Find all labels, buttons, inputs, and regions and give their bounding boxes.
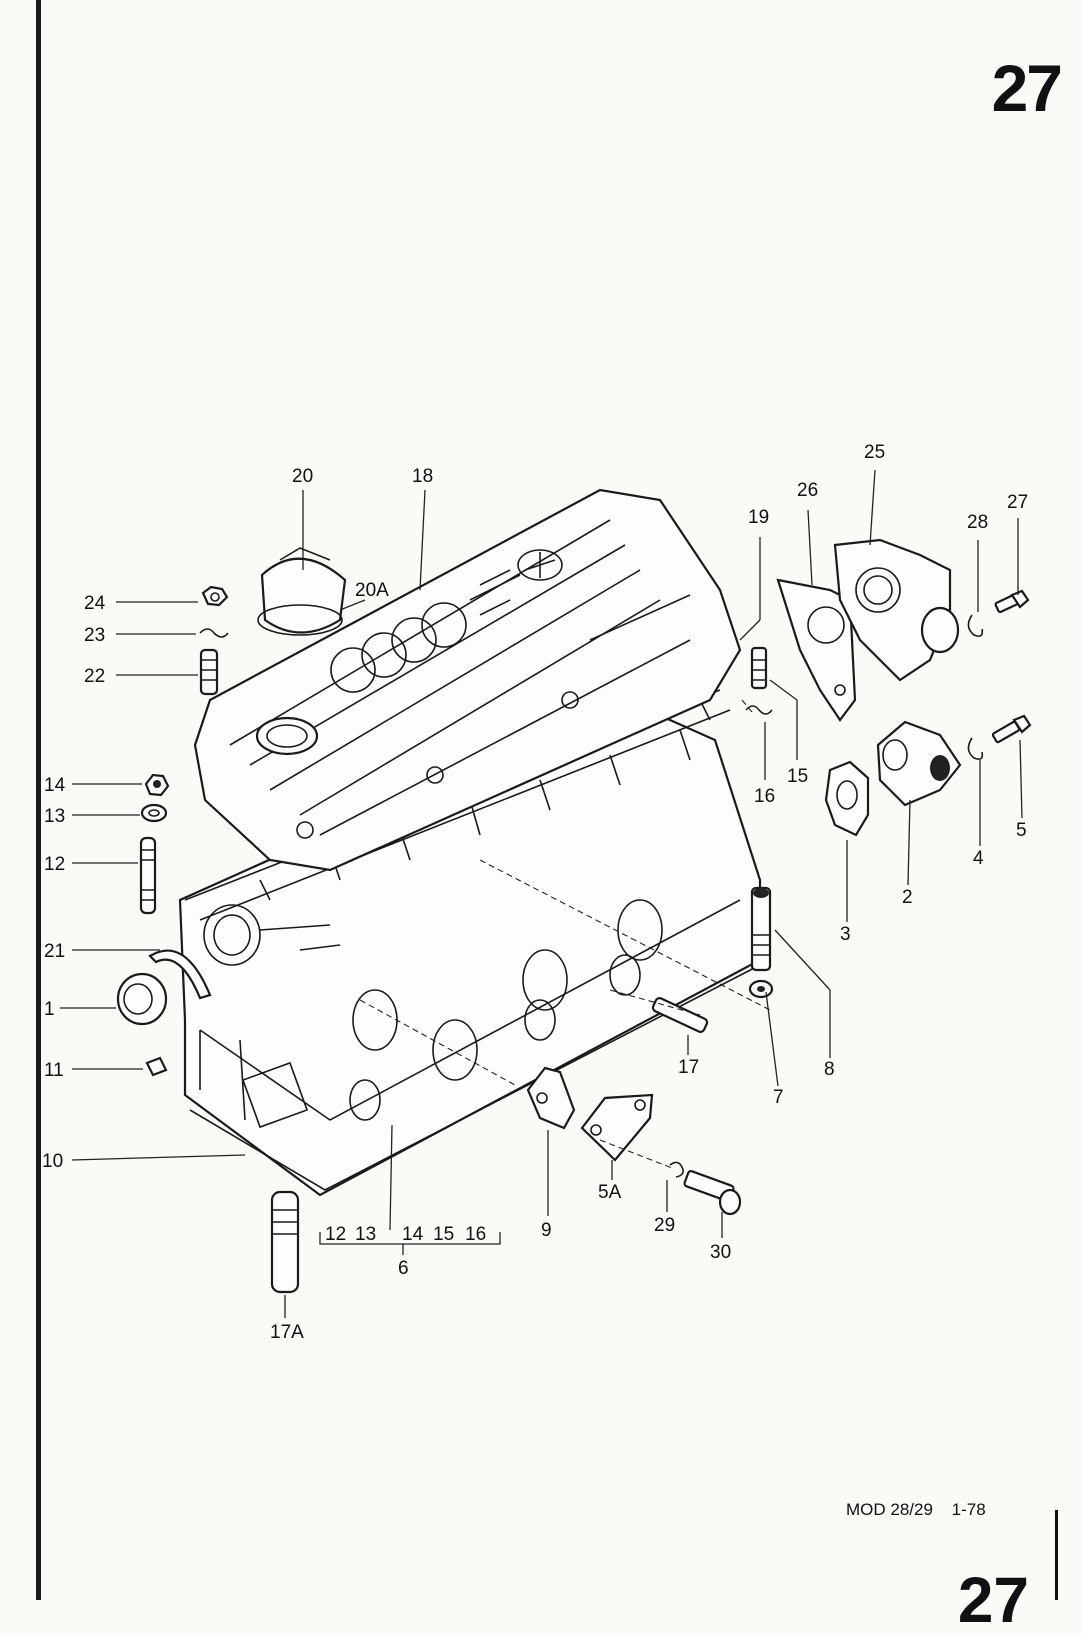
valve-cover — [193, 488, 742, 872]
callout-6: 6 — [398, 1258, 409, 1279]
bracket-item-15: 15 — [433, 1224, 454, 1245]
callout-29: 29 — [654, 1215, 675, 1236]
callout-17A: 17A — [270, 1322, 304, 1343]
page-footer: MOD 28/29 1-78 — [846, 1500, 1000, 1520]
callout-26: 26 — [797, 480, 818, 501]
bracket-item-16: 16 — [465, 1224, 486, 1245]
callout-24: 24 — [84, 593, 106, 614]
page-number-bottom: 27 — [957, 1564, 1029, 1636]
callout-13: 13 — [44, 806, 65, 827]
callout-14: 14 — [44, 775, 66, 796]
callout-4: 4 — [973, 848, 984, 869]
callout-9: 9 — [541, 1220, 552, 1241]
parts-catalog-page: 27 — [36, 0, 1063, 1632]
page-number: 27 — [991, 51, 1063, 125]
callout-23: 23 — [84, 625, 105, 646]
exploded-view-diagram: 20 18 20A 24 23 22 14 13 12 21 1 11 10 1… — [42, 442, 1032, 1343]
callout-25: 25 — [864, 442, 885, 463]
callout-15: 15 — [787, 766, 808, 787]
callout-10: 10 — [42, 1151, 63, 1172]
leader-lines — [60, 469, 1023, 1318]
callout-17: 17 — [678, 1057, 699, 1078]
oil-filler-cap — [257, 547, 347, 636]
callout-2: 2 — [902, 887, 913, 908]
callout-27: 27 — [1007, 492, 1028, 513]
callout-3: 3 — [840, 924, 851, 945]
callout-19: 19 — [748, 507, 769, 528]
callout-5A: 5A — [598, 1182, 622, 1203]
left-margin-rule — [36, 0, 41, 1600]
callout-labels: 20 18 20A 24 23 22 14 13 12 21 1 11 10 1… — [42, 442, 1028, 1343]
callout-11: 11 — [44, 1060, 64, 1081]
callout-18: 18 — [412, 466, 433, 487]
callout-20: 20 — [292, 466, 313, 487]
print-date: 1-78 — [951, 1500, 986, 1519]
callout-30: 30 — [710, 1242, 731, 1263]
bracket-item-12: 12 — [325, 1224, 346, 1245]
callout-1: 1 — [44, 999, 55, 1020]
callout-5: 5 — [1016, 820, 1027, 841]
bracket-item-14: 14 — [402, 1224, 424, 1245]
callout-12: 12 — [44, 854, 65, 875]
callout-28: 28 — [967, 512, 988, 533]
callout-7: 7 — [773, 1087, 784, 1108]
callout-21: 21 — [44, 941, 65, 962]
model-code: MOD 28/29 — [846, 1500, 933, 1519]
callout-22: 22 — [84, 666, 105, 687]
small-parts-left — [116, 585, 300, 1294]
bottom-edge-rule — [1055, 1510, 1058, 1600]
callout-20A: 20A — [355, 580, 389, 601]
small-parts-right — [526, 538, 1032, 1216]
bracket-item-13: 13 — [355, 1224, 376, 1245]
callout-16: 16 — [754, 786, 775, 807]
callout-8: 8 — [824, 1059, 835, 1080]
